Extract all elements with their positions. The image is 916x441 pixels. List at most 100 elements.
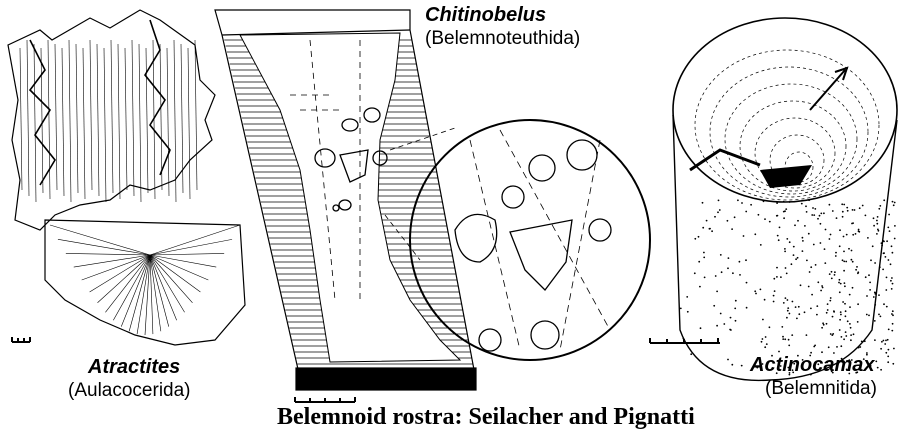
stipple-dot: [858, 347, 860, 349]
stipple-dot: [745, 211, 747, 213]
stipple-dot: [769, 221, 771, 223]
actinocamax-order-label: (Belemnitida): [765, 378, 877, 400]
stipple-dot: [879, 266, 881, 268]
stipple-dot: [698, 261, 700, 263]
stipple-dot: [841, 336, 843, 338]
stipple-dot: [776, 276, 778, 278]
stipple-dot: [720, 313, 722, 315]
stipple-dot: [789, 201, 791, 203]
stipple-dot: [820, 213, 822, 215]
stipple-dot: [853, 333, 855, 335]
stipple-dot: [893, 348, 895, 350]
stipple-dot: [796, 318, 798, 320]
hatch-line: [62, 48, 64, 196]
stipple-dot: [888, 349, 890, 351]
stipple-dot: [746, 307, 748, 309]
stipple-dot: [716, 325, 718, 327]
stipple-dot: [820, 290, 822, 292]
stipple-dot: [734, 216, 736, 218]
stipple-dot: [760, 289, 762, 291]
stipple-dot: [773, 295, 775, 297]
stipple-dot: [884, 343, 886, 345]
stipple-dot: [817, 281, 819, 283]
stipple-dot: [843, 236, 845, 238]
stipple-dot: [813, 214, 815, 216]
atractites-fan-lines: [50, 225, 240, 335]
stipple-dot: [883, 252, 885, 254]
atractites-upper-block: [8, 10, 215, 230]
actinocamax-stipple: [680, 199, 896, 375]
stipple-dot: [887, 339, 889, 341]
stipple-dot: [894, 225, 896, 227]
stipple-dot: [779, 227, 781, 229]
stipple-dot: [874, 262, 876, 264]
stipple-dot: [836, 346, 838, 348]
stipple-dot: [877, 216, 879, 218]
hatch-line: [150, 255, 185, 312]
stipple-dot: [805, 205, 807, 207]
magnified-section: [410, 120, 650, 360]
stipple-dot: [872, 245, 874, 247]
stipple-dot: [874, 293, 876, 295]
stipple-dot: [808, 199, 810, 201]
hatch-line: [97, 44, 99, 196]
stipple-dot: [715, 275, 717, 277]
stipple-dot: [781, 326, 783, 328]
stipple-dot: [873, 296, 875, 298]
stipple-dot: [848, 248, 850, 250]
stipple-dot: [789, 241, 791, 243]
stipple-dot: [741, 365, 743, 367]
stipple-dot: [702, 202, 704, 204]
stipple-dot: [869, 289, 871, 291]
stipple-dot: [723, 323, 725, 325]
hatch-line: [150, 239, 232, 255]
stipple-dot: [892, 363, 894, 365]
hatch-line: [145, 255, 150, 335]
atractites-suture-right: [145, 20, 170, 175]
actinocamax-cone: [760, 165, 812, 188]
stipple-dot: [827, 303, 829, 305]
hatch-line: [69, 40, 71, 202]
stipple-dot: [888, 259, 890, 261]
stipple-dot: [729, 329, 731, 331]
stipple-dot: [737, 199, 739, 201]
stipple-dot: [797, 257, 799, 259]
actinocamax-dark-band: [690, 150, 760, 170]
stipple-dot: [793, 254, 795, 256]
stipple-dot: [858, 231, 860, 233]
stipple-dot: [746, 282, 748, 284]
stipple-dot: [798, 313, 800, 315]
stipple-dot: [809, 271, 811, 273]
stipple-dot: [891, 277, 893, 279]
stipple-dot: [720, 254, 722, 256]
stipple-dot: [829, 300, 831, 302]
stipple-dot: [834, 271, 836, 273]
stipple-dot: [760, 244, 762, 246]
stipple-dot: [883, 303, 885, 305]
stipple-dot: [804, 225, 806, 227]
chitinobelus-inner-cone: [240, 33, 460, 362]
stipple-dot: [822, 287, 824, 289]
stipple-dot: [827, 309, 829, 311]
stipple-dot: [743, 235, 745, 237]
stipple-dot: [887, 361, 889, 363]
stipple-dot: [839, 329, 841, 331]
stipple-dot: [829, 204, 831, 206]
stipple-dot: [763, 200, 765, 202]
stipple-dot: [816, 305, 818, 307]
stipple-dot: [874, 339, 876, 341]
stipple-dot: [873, 217, 875, 219]
stipple-dot: [835, 252, 837, 254]
stipple-dot: [852, 287, 854, 289]
atractites-genus-label: Atractites: [88, 356, 180, 379]
stipple-dot: [777, 235, 779, 237]
stipple-dot: [754, 290, 756, 292]
stipple-dot: [857, 303, 859, 305]
magnifier-dashes: [470, 130, 610, 350]
stipple-dot: [778, 351, 780, 353]
stipple-dot: [888, 214, 890, 216]
stipple-dot: [826, 312, 828, 314]
stipple-dot: [741, 202, 743, 204]
stipple-dot: [739, 274, 741, 276]
stipple-dot: [762, 338, 764, 340]
